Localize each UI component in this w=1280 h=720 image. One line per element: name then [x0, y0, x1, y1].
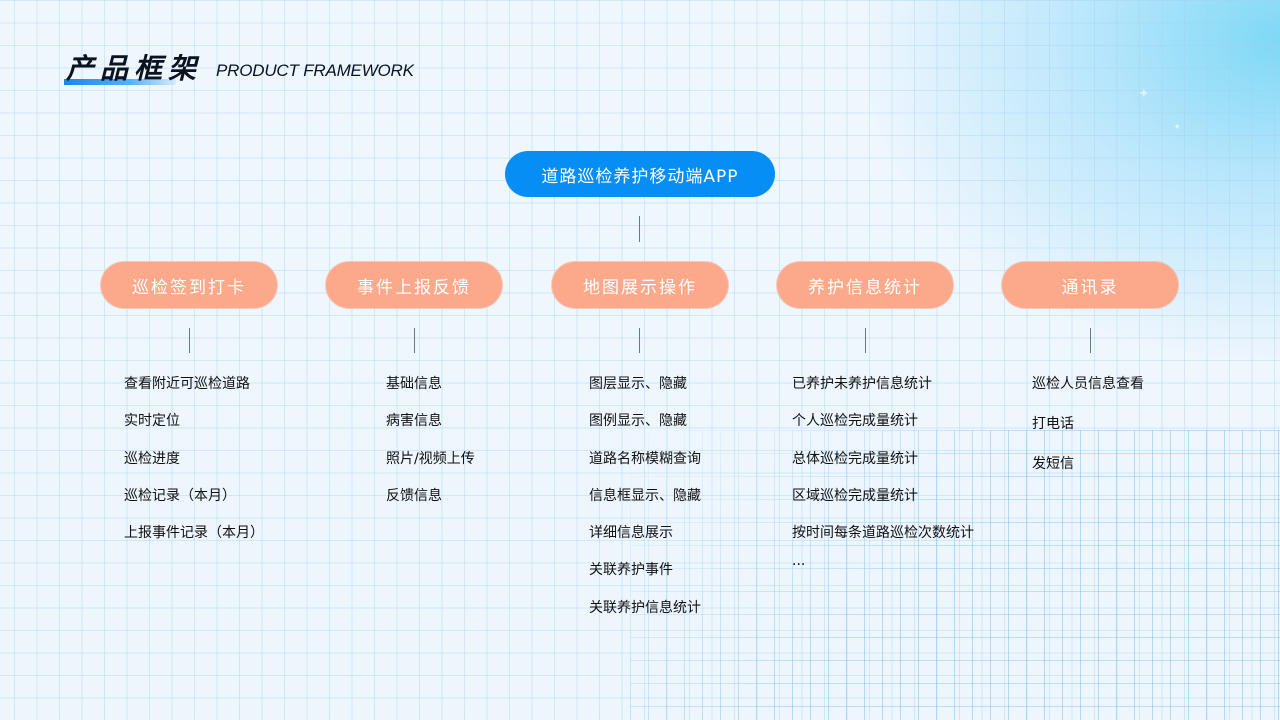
- list-item: 已养护未养护信息统计: [792, 376, 932, 392]
- list-item: 详细信息展示: [589, 525, 673, 542]
- list-item: 道路名称模糊查询: [589, 450, 701, 467]
- root-node: 道路巡检养护移动端APP: [505, 151, 775, 197]
- branch-node-checkin: 巡检签到打卡: [101, 262, 277, 308]
- branch-list-map: 图层显示、隐藏 图例显示、隐藏 道路名称模糊查询 信息框显示、隐藏 详细信息展示…: [589, 374, 701, 635]
- list-item: 关联养护信息统计: [589, 599, 701, 616]
- list-item: 巡检人员信息查看: [1032, 376, 1144, 392]
- list-item: 病害信息: [386, 413, 442, 430]
- list-item: 照片/视频上传: [386, 450, 475, 467]
- list-item: 巡检进度: [124, 450, 180, 467]
- connector-line: [189, 328, 190, 353]
- list-item: 上报事件记录（本月）: [124, 525, 264, 542]
- branch-node-contacts: 通讯录: [1002, 262, 1178, 308]
- list-item: 关联养护事件: [589, 562, 673, 579]
- list-item: 查看附近可巡检道路: [124, 376, 250, 392]
- title-underline-bar: [64, 79, 176, 85]
- list-item: 信息框显示、隐藏: [589, 487, 701, 504]
- list-item: 打电话: [1032, 416, 1074, 432]
- page-title: 产品框架: [64, 52, 203, 85]
- page-header: 产品框架 PRODUCT FRAMEWORK: [64, 46, 414, 86]
- list-item: 区域巡检完成量统计: [792, 487, 918, 504]
- list-item: 基础信息: [386, 376, 442, 392]
- branch-node-event-report: 事件上报反馈: [326, 262, 502, 308]
- list-item: 发短信: [1032, 456, 1074, 472]
- page-subtitle: PRODUCT FRAMEWORK: [216, 61, 414, 80]
- branch-node-maintenance-stats: 养护信息统计: [777, 262, 953, 308]
- connector-line: [865, 328, 866, 353]
- connector-line: [639, 328, 640, 353]
- list-item: 个人巡检完成量统计: [792, 413, 918, 430]
- list-item: ...: [792, 553, 806, 570]
- list-item: 图例显示、隐藏: [589, 413, 687, 430]
- sparkle-icon: ✦: [1173, 122, 1182, 133]
- sparkle-icon: ✦: [1138, 86, 1150, 102]
- list-item: 实时定位: [124, 413, 180, 430]
- list-item: 巡检记录（本月）: [124, 487, 236, 504]
- branch-node-map: 地图展示操作: [552, 262, 728, 308]
- list-item: 总体巡检完成量统计: [792, 450, 918, 467]
- list-item: 图层显示、隐藏: [589, 376, 687, 392]
- connector-line: [639, 216, 640, 242]
- branch-list-checkin: 查看附近可巡检道路 实时定位 巡检进度 巡检记录（本月） 上报事件记录（本月）: [124, 374, 264, 560]
- branch-list-event-report: 基础信息 病害信息 照片/视频上传 反馈信息: [386, 374, 475, 523]
- branch-list-contacts: 巡检人员信息查看 打电话 发短信: [1032, 374, 1144, 494]
- branch-list-maintenance-stats: 已养护未养护信息统计 个人巡检完成量统计 总体巡检完成量统计 区域巡检完成量统计…: [792, 374, 974, 588]
- background-grid-accent: [630, 430, 1280, 720]
- connector-line: [414, 328, 415, 353]
- list-item: 反馈信息: [386, 487, 442, 504]
- list-item: 按时间每条道路巡检次数统计: [792, 525, 974, 542]
- connector-line: [1090, 328, 1091, 353]
